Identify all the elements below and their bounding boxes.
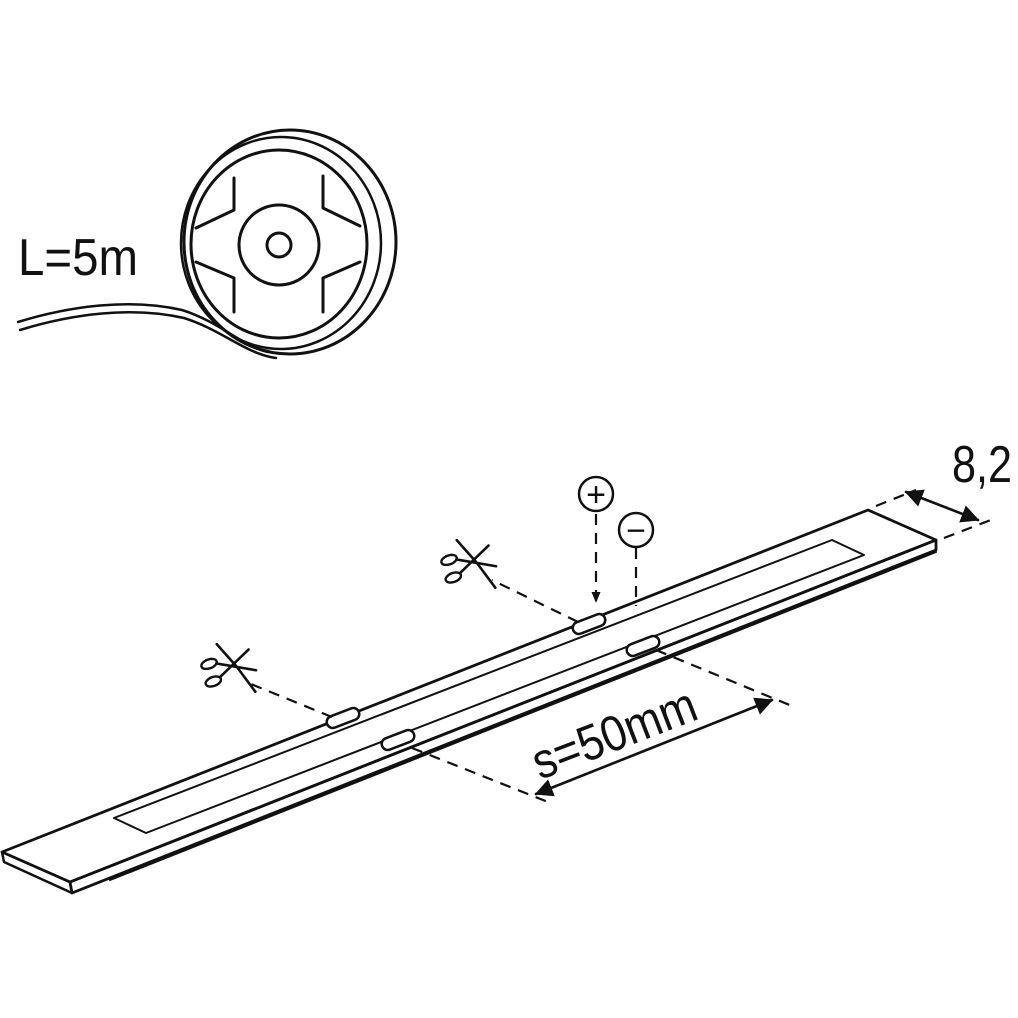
solder-pad	[380, 728, 416, 752]
minus-symbol: −	[626, 512, 646, 550]
strip-front-edge	[68, 538, 938, 895]
scissors-icon	[200, 642, 258, 694]
spacing-dimension	[411, 648, 793, 804]
scissors-icon	[440, 538, 498, 590]
led-strip	[0, 508, 938, 895]
solder-pad-positive	[571, 612, 607, 636]
led-reel	[16, 128, 398, 360]
cut-line-left	[245, 680, 333, 719]
width-label: 8,2	[952, 436, 1012, 494]
solder-pad-negative	[625, 634, 661, 658]
width-dimension	[875, 488, 997, 540]
reel-hub	[194, 174, 362, 314]
plus-symbol: +	[586, 476, 606, 514]
reel-length-label: L=5m	[18, 229, 138, 287]
cut-line-right	[491, 579, 579, 623]
solder-pad	[325, 706, 361, 730]
minus-terminal-icon: −	[617, 511, 655, 550]
plus-terminal-icon: +	[577, 475, 615, 514]
led-area	[113, 539, 865, 834]
